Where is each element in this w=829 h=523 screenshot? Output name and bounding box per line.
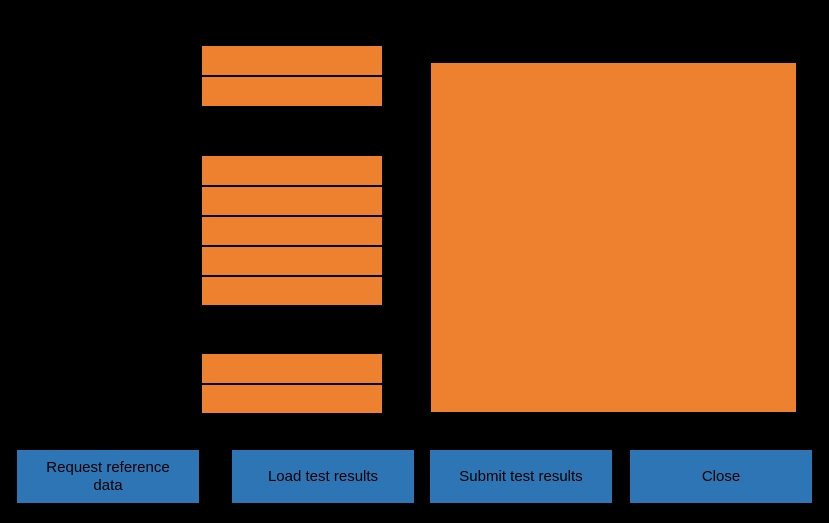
- row-group-middle: [201, 155, 383, 306]
- row-group-bottom: [201, 353, 383, 414]
- load-test-results-button[interactable]: Load test results: [232, 450, 414, 503]
- list-item[interactable]: [201, 216, 383, 246]
- list-item[interactable]: [201, 276, 383, 306]
- request-reference-data-button[interactable]: Request reference data: [17, 450, 199, 503]
- list-item[interactable]: [201, 186, 383, 216]
- detail-panel[interactable]: [430, 62, 797, 413]
- empty-left-pane: [0, 0, 195, 430]
- list-item[interactable]: [201, 45, 383, 76]
- list-item[interactable]: [201, 246, 383, 276]
- row-group-top: [201, 45, 383, 107]
- submit-test-results-button[interactable]: Submit test results: [430, 450, 612, 503]
- list-item[interactable]: [201, 76, 383, 107]
- row-list: [201, 0, 383, 430]
- list-item[interactable]: [201, 353, 383, 384]
- list-item[interactable]: [201, 384, 383, 414]
- list-item[interactable]: [201, 155, 383, 186]
- close-button[interactable]: Close: [630, 450, 812, 503]
- action-bar: Request reference data Load test results S…: [0, 450, 829, 523]
